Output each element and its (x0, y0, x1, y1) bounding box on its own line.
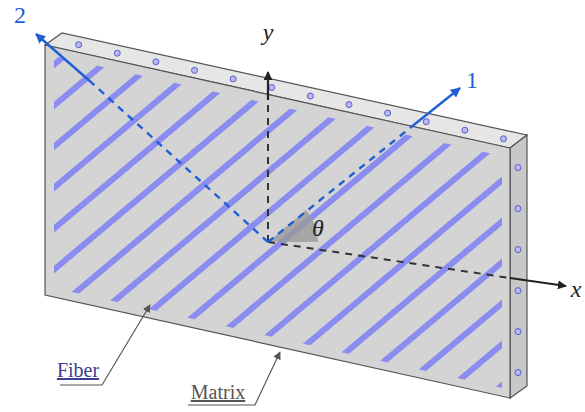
fiber (0, 0, 585, 110)
x-axis-arrow (510, 278, 566, 286)
fiber-end (515, 247, 521, 253)
axis-label: 2 (14, 3, 26, 27)
fiber (0, 111, 585, 412)
fiber-end (515, 288, 521, 294)
fiber-end (230, 76, 236, 82)
angle-wedge (268, 210, 318, 242)
fiber-end (423, 119, 429, 125)
part-name: Matrix (191, 382, 245, 402)
fiber-end (76, 42, 82, 48)
axis-2-arrow (36, 34, 92, 83)
part-name: Fiber (57, 360, 99, 380)
fiber (0, 70, 585, 412)
y-axis-arrow (267, 72, 269, 100)
axis-label: x (571, 277, 582, 301)
fiber-end (114, 50, 120, 56)
fiber (0, 234, 585, 412)
fiber (0, 357, 585, 412)
fiber-end (515, 329, 521, 335)
angle-label: θ (312, 216, 324, 240)
fiber (0, 0, 585, 151)
fiber-end (515, 165, 521, 171)
fiber-end (269, 84, 275, 90)
y-axis-dashed (267, 100, 269, 242)
fiber-end (346, 102, 352, 108)
fiber (0, 398, 585, 412)
axis-label: 1 (466, 68, 478, 92)
plate-side-face (510, 135, 527, 398)
axis-1-dashed (268, 128, 410, 242)
fiber (0, 193, 585, 412)
fiber-end (462, 127, 468, 133)
fiber (0, 0, 585, 356)
fiber (0, 0, 585, 397)
fiber-end (515, 206, 521, 212)
fiber (0, 152, 585, 412)
matrix-leader (188, 352, 280, 405)
fiber-end (153, 59, 159, 65)
fiber-end (515, 370, 521, 376)
fiber-ends (76, 42, 521, 376)
fiber (0, 0, 585, 274)
axis-1-arrow (410, 88, 460, 128)
fiber (0, 29, 585, 412)
fiber-end (500, 136, 506, 142)
fiber-end (307, 93, 313, 99)
axis-label: y (263, 20, 274, 44)
fiber (0, 316, 585, 412)
fiber (0, 275, 585, 412)
fiber-end (192, 67, 198, 73)
fiber-end (385, 110, 391, 116)
axis-2-dashed (92, 83, 268, 242)
x-axis-dashed (268, 242, 510, 278)
